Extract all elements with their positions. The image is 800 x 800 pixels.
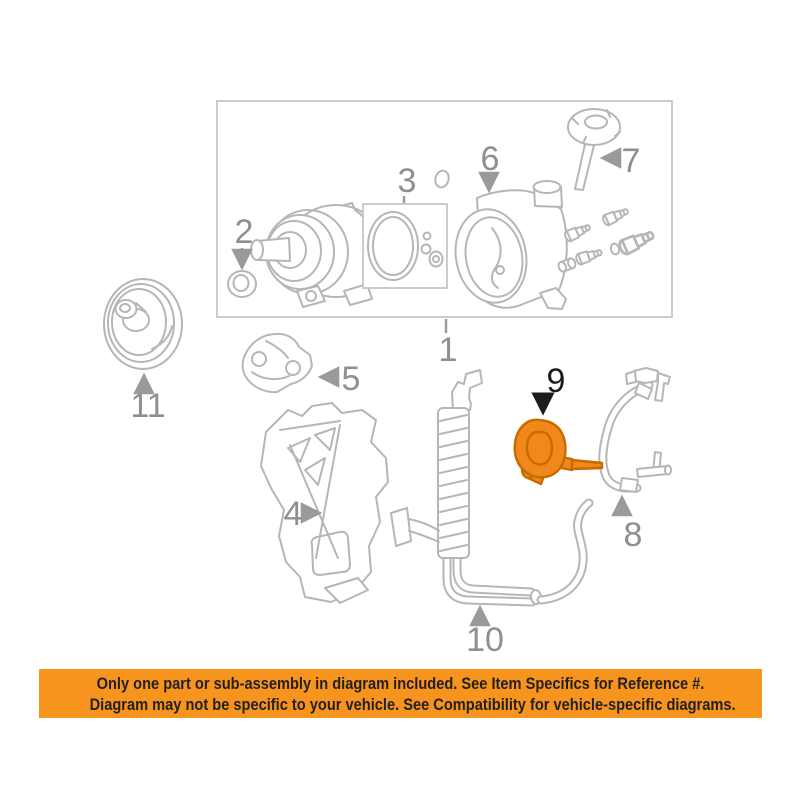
- part-6-reservoir: [454, 180, 568, 310]
- part-5-bracket: [241, 332, 313, 394]
- callout-label-2: 2: [235, 213, 254, 251]
- small-o-ring: [434, 169, 450, 189]
- callout-label-6: 6: [481, 140, 500, 178]
- disclaimer-banner: Only one part or sub-assembly in diagram…: [39, 669, 762, 718]
- fittings-cluster: [557, 204, 658, 273]
- part-2-seal: [227, 270, 257, 298]
- part-9-highlighted: [513, 418, 604, 486]
- disclaimer-line-1: Only one part or sub-assembly in diagram…: [96, 674, 705, 693]
- callouts: 1 2 3 4 5 6 7 8 9 10 11: [130, 140, 642, 659]
- callout-label-1: 1: [439, 331, 458, 369]
- part-3-seal-kit: [362, 203, 448, 289]
- callout-label-8: 8: [624, 516, 643, 554]
- callout-label-5: 5: [342, 360, 361, 398]
- part-10-cooler-pipes: [390, 369, 594, 607]
- part-4-bracket: [260, 402, 389, 604]
- disclaimer-line-2: Diagram may not be specific to your vehi…: [89, 695, 736, 714]
- callout-label-11: 11: [130, 387, 165, 425]
- callout-label-7: 7: [622, 142, 641, 180]
- part-8-hose: [598, 367, 672, 493]
- part-11-pulley: [103, 278, 183, 370]
- callout-label-9-highlighted: 9: [547, 362, 566, 400]
- callout-label-10: 10: [466, 621, 504, 659]
- callout-label-4: 4: [284, 495, 303, 533]
- part-7-cap-dipstick: [567, 108, 621, 191]
- callout-label-3: 3: [398, 162, 417, 200]
